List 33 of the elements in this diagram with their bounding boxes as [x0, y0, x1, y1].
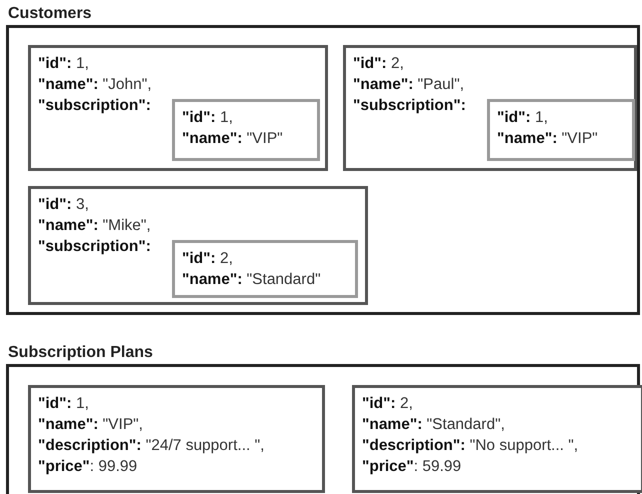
json-field-text: "id": 1, — [497, 108, 548, 128]
json-field-text: "subscription": — [353, 96, 466, 116]
json-field-text: "name": "VIP" — [497, 129, 598, 149]
json-field-text: "id": 1, — [38, 394, 89, 414]
nested-record-card — [172, 240, 358, 298]
record-card — [343, 45, 637, 171]
json-field-text: "description": "24/7 support... ", — [38, 436, 264, 456]
json-field-text: "id": 1, — [182, 108, 233, 128]
json-field-text: "id": 2, — [362, 394, 413, 414]
record-card — [28, 385, 325, 493]
json-field-text: "name": "Standard" — [182, 270, 321, 290]
nested-record-card — [487, 99, 635, 161]
json-field-text: "name": "John", — [38, 75, 152, 95]
nested-record-card — [172, 99, 320, 161]
json-field-text: "subscription": — [38, 96, 151, 116]
record-card — [352, 385, 642, 493]
record-card — [28, 186, 368, 305]
section-heading: Subscription Plans — [8, 343, 153, 363]
json-field-text: "name": "Mike", — [38, 216, 151, 236]
json-field-text: "name": "Standard", — [362, 415, 505, 435]
json-field-text: "name": "Paul", — [353, 75, 464, 95]
record-card — [28, 45, 328, 171]
section-heading: Customers — [8, 4, 92, 24]
json-field-text: "subscription": — [38, 237, 151, 257]
json-field-text: "name": "VIP" — [182, 129, 283, 149]
json-field-text: "description": "No support... ", — [362, 436, 578, 456]
json-field-text: "price": 99.99 — [38, 457, 138, 477]
json-field-text: "name": "VIP", — [38, 415, 143, 435]
json-field-text: "id": 2, — [182, 249, 233, 269]
json-field-text: "id": 1, — [38, 54, 89, 74]
json-field-text: "id": 2, — [353, 54, 404, 74]
json-field-text: "price": 59.99 — [362, 457, 462, 477]
json-field-text: "id": 3, — [38, 195, 89, 215]
